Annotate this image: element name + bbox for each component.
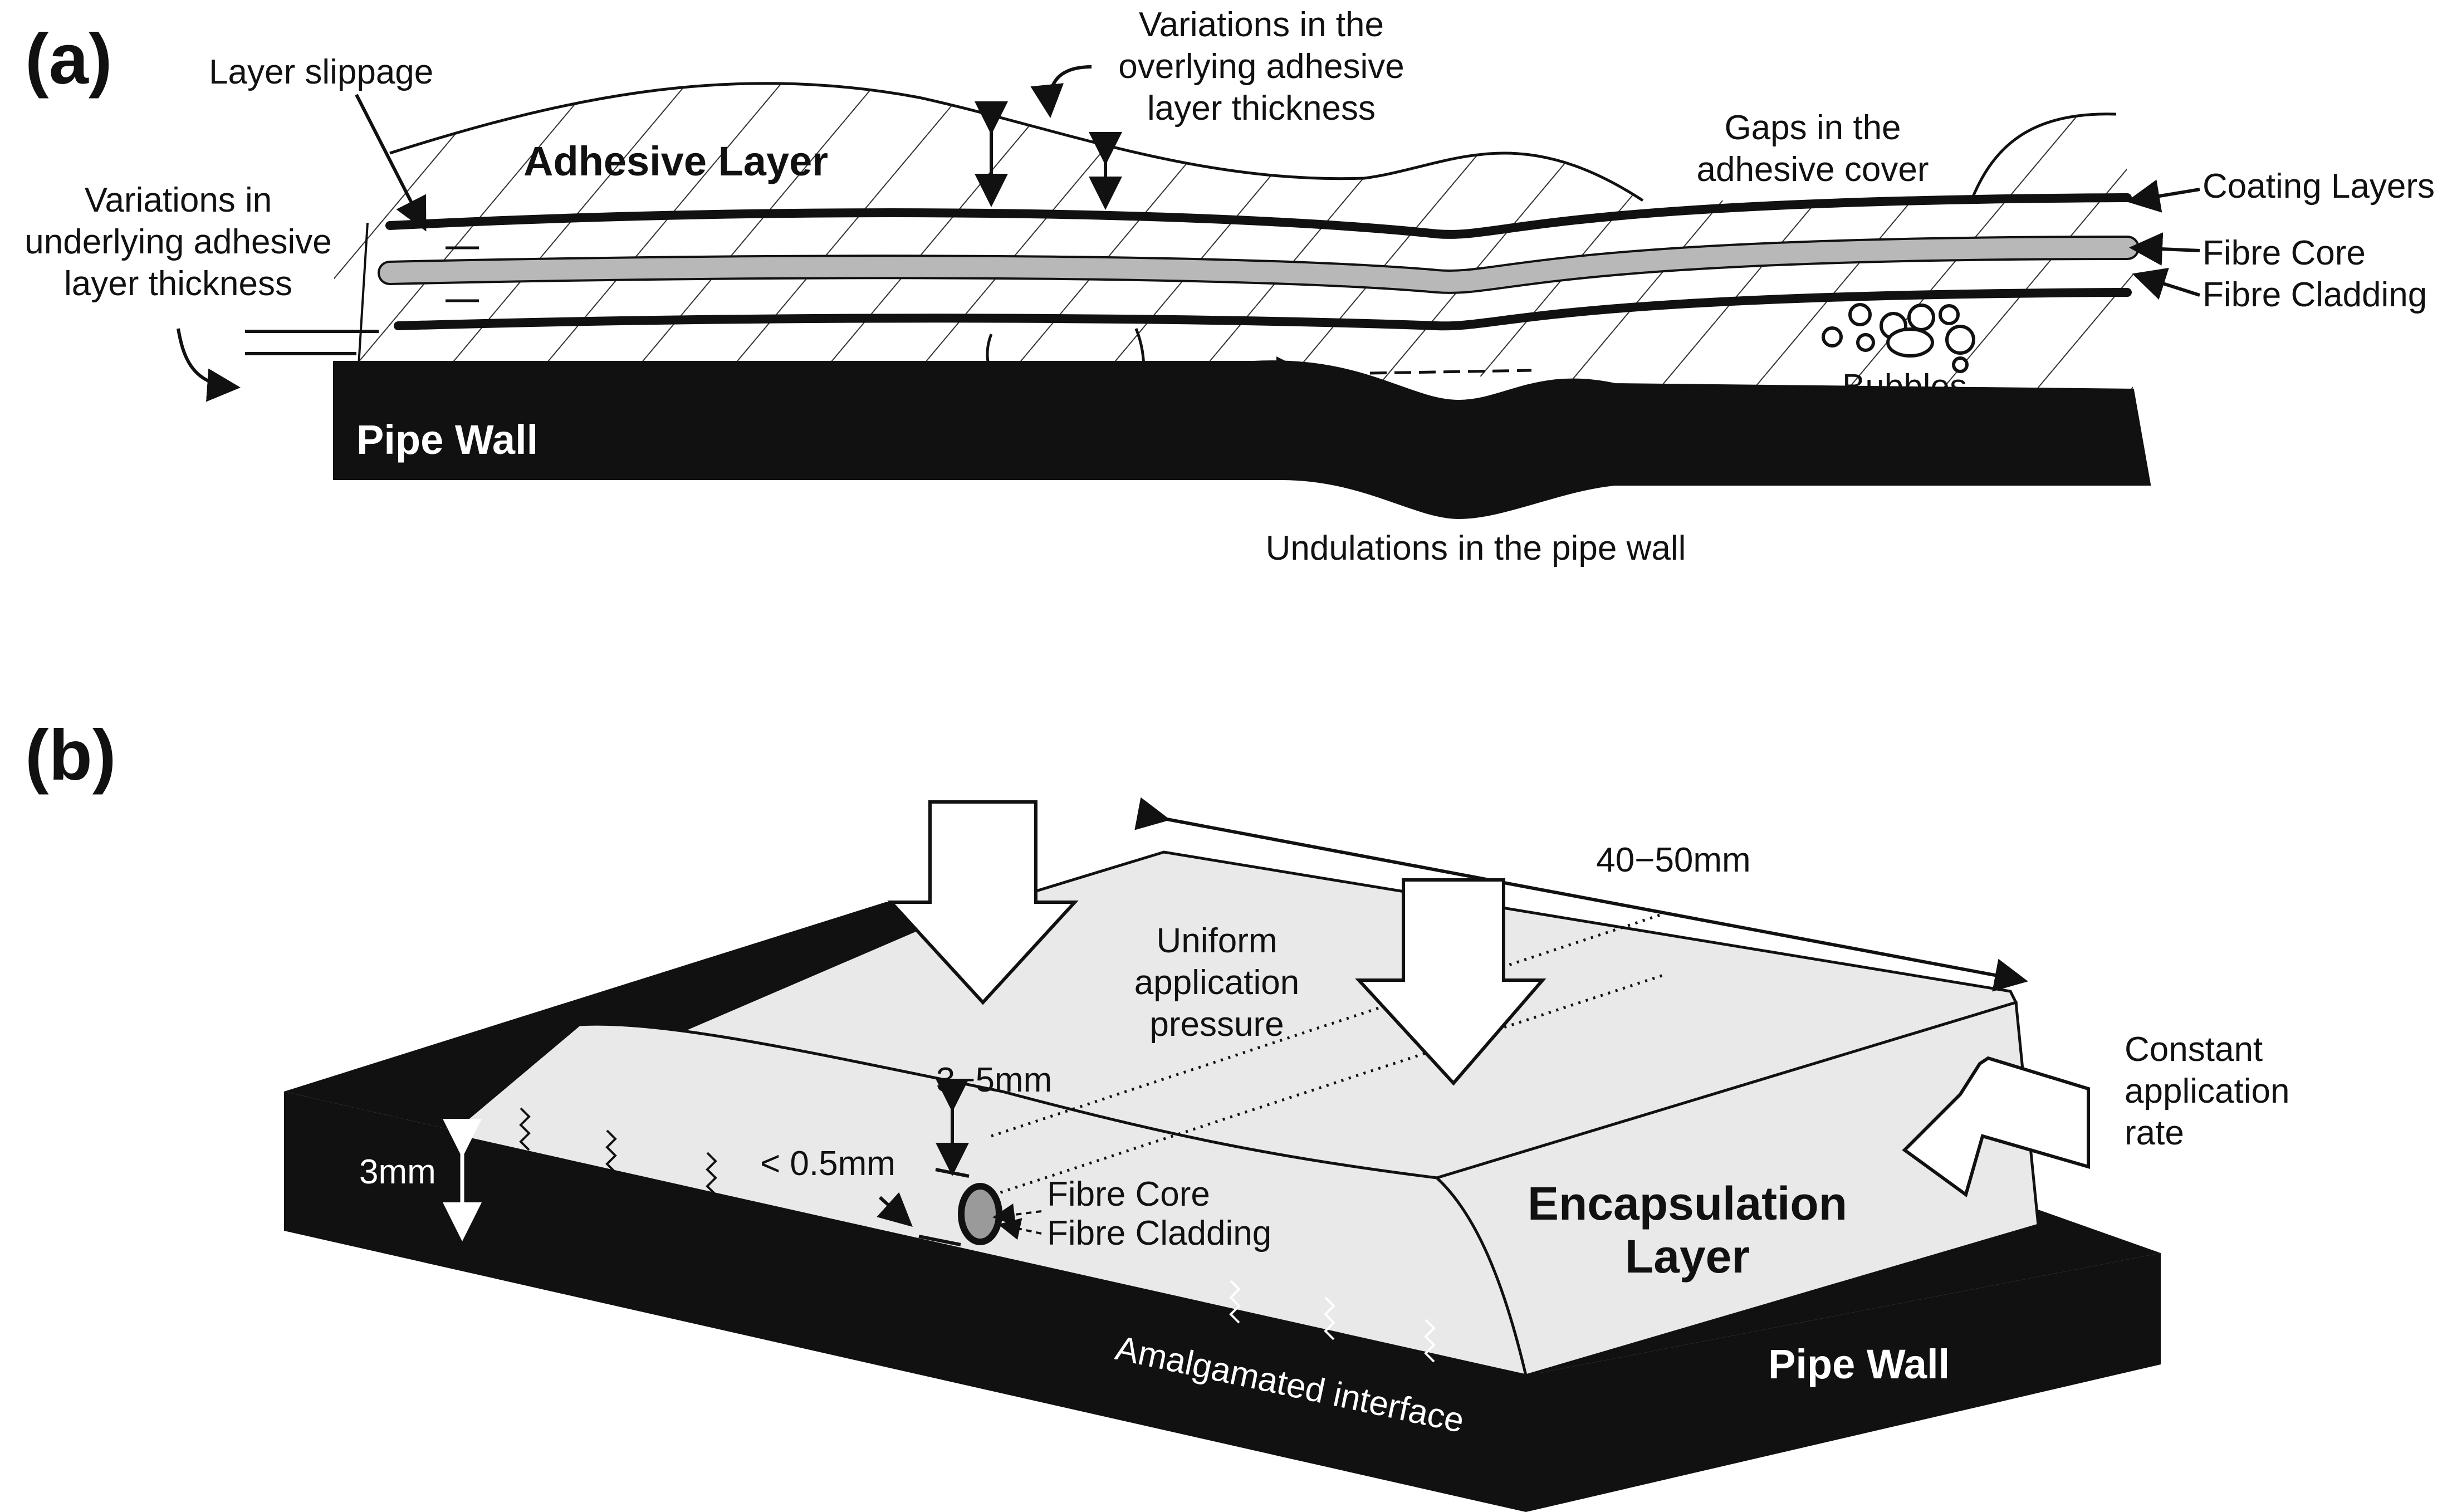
label-adhesive-layer: Adhesive Layer xyxy=(523,138,828,184)
label-pipe-wall-a: Pipe Wall xyxy=(356,417,538,463)
label-fibre-cladding-b: Fibre Cladding xyxy=(1047,1214,1271,1252)
label-width: 40−50mm xyxy=(1596,841,1750,879)
label-uniform-1: Uniform xyxy=(1156,922,1277,960)
fibre-core-line xyxy=(380,238,2137,292)
label-uniform-3: pressure xyxy=(1149,1005,1284,1044)
panel-b-tag: (b) xyxy=(25,716,116,795)
label-shear-1: Shear xyxy=(1198,356,1290,395)
fibre-cladding-b-arrow xyxy=(998,1218,1042,1240)
panel-a-tag: (a) xyxy=(25,19,112,99)
gap-pointer-arrow xyxy=(877,1192,913,1227)
label-var-over-2: overlying adhesive xyxy=(1118,47,1404,86)
label-localised-2: strain xyxy=(1428,440,1513,478)
label-uniform-2: application xyxy=(1134,963,1299,1002)
label-var-over-1: Variations in the xyxy=(1139,6,1384,44)
interface-zigzags-wall xyxy=(1229,1280,1436,1363)
coating-layers-arrow xyxy=(2126,179,2200,213)
layer-slippage-arrow xyxy=(355,94,427,232)
label-layer-slippage: Layer slippage xyxy=(209,53,433,91)
label-constant-3: rate xyxy=(2125,1114,2184,1152)
label-fibre-cladding-a: Fibre Cladding xyxy=(2203,276,2427,314)
pipe-wall-b-front xyxy=(284,1092,2161,1512)
pressure-arrow-2 xyxy=(1355,878,1546,1086)
fibre-dotted-path-1 xyxy=(985,973,1666,1199)
fibre-core-b-arrow xyxy=(992,1203,1042,1226)
panel-b: (b) xyxy=(25,716,2289,1512)
label-encap-1: Encapsulation xyxy=(1528,1177,1847,1230)
fibre-cross-section xyxy=(958,1183,1002,1245)
fibre-dotted-path-2 xyxy=(991,912,1666,1138)
label-bubbles: Bubbles xyxy=(1842,368,1967,406)
pipe-wall-a xyxy=(333,360,2151,520)
label-voids: Voids xyxy=(1021,359,1106,398)
label-pipe-wall-b: Pipe Wall xyxy=(1768,1341,1950,1387)
label-constant-2: application xyxy=(2125,1072,2289,1110)
label-var-under-1: Variations in xyxy=(85,181,272,219)
interface-zigzags xyxy=(519,1107,717,1196)
label-gaps-1: Gaps in the xyxy=(1724,109,1901,147)
pressure-arrow-1 xyxy=(887,800,1079,1005)
adhesive-top-outline xyxy=(389,82,1644,202)
fibre-cladding-arrow xyxy=(2132,267,2200,300)
void-shape xyxy=(986,328,1149,391)
panel-a: (a) xyxy=(25,6,2435,567)
label-encap-2: Layer xyxy=(1625,1230,1750,1283)
label-gap: < 0.5mm xyxy=(760,1144,895,1183)
label-de-bonding: De-bonding xyxy=(663,362,841,400)
label-fibre-core-b: Fibre Core xyxy=(1047,1175,1210,1213)
label-coating-layers: Coating Layers xyxy=(2203,167,2435,205)
coating-bottom-line xyxy=(394,288,2132,331)
label-gaps-2: adhesive cover xyxy=(1696,150,1929,189)
underlying-pointer-arrow xyxy=(177,328,241,402)
localised-strain-arrows xyxy=(1369,369,1532,375)
label-thickness: 3mm xyxy=(359,1153,436,1191)
adhesive-gap-outline xyxy=(1970,112,2117,201)
label-undulations: Undulations in the pipe wall xyxy=(1266,529,1686,567)
label-fibre-core-a: Fibre Core xyxy=(2203,234,2366,272)
label-constant-1: Constant xyxy=(2125,1030,2263,1069)
cover-baseline xyxy=(935,1168,970,1178)
width-dimension-arrow xyxy=(1134,797,2028,992)
label-cover: 3−5mm xyxy=(936,1061,1052,1099)
gap-baseline xyxy=(918,1235,961,1246)
fibre-core-arrow xyxy=(2129,232,2200,266)
coating-top-line xyxy=(385,193,2132,239)
label-var-under-2: underlying adhesive xyxy=(25,223,332,261)
bubbles-cluster xyxy=(1822,303,1975,373)
label-var-under-3: layer thickness xyxy=(64,265,292,303)
label-var-over-3: layer thickness xyxy=(1147,89,1376,128)
overlying-pointer-arrow xyxy=(1030,65,1092,118)
label-localised-1: Localised xyxy=(1397,398,1543,437)
application-rate-arrow xyxy=(1902,1056,2090,1197)
label-shear-2: deformation xyxy=(1153,398,1335,437)
